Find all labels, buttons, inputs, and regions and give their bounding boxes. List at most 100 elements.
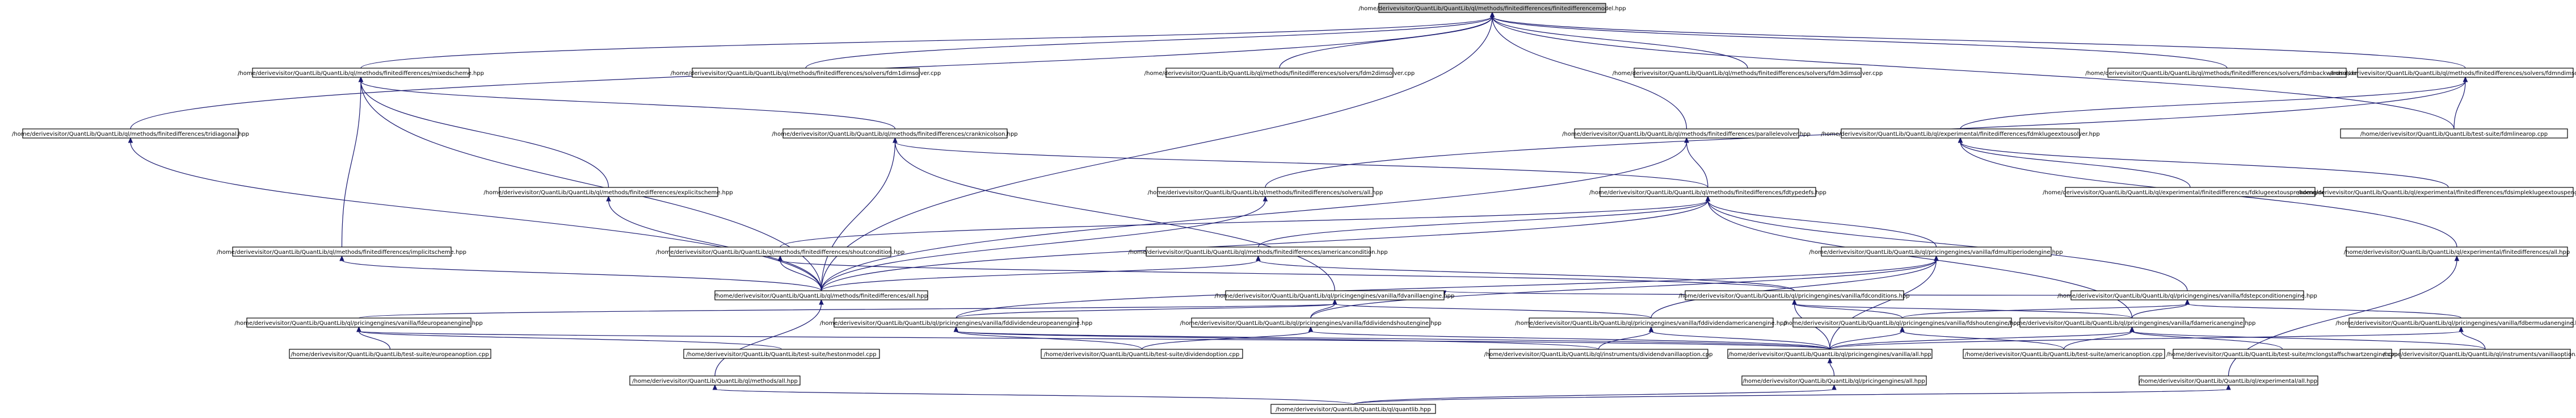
dependency-edge-30 [820, 200, 1708, 291]
dependency-edge-1 [805, 16, 1493, 69]
node-parallelevolver-hpp[interactable]: /home/derivevisitor/QuantLib/QuantLib/ql… [1562, 128, 1811, 139]
dependency-edge-59 [956, 331, 1143, 350]
node-fdbermudanengine-hpp[interactable]: /home/derivevisitor/QuantLib/QuantLib/ql… [2335, 317, 2576, 328]
dependency-edge-63 [1310, 331, 1830, 350]
svg-text:/home/derivevisitor/QuantLib/Q: /home/derivevisitor/QuantLib/QuantLib/ql… [12, 131, 249, 137]
node-fdtypedefs-hpp[interactable]: /home/derivevisitor/QuantLib/QuantLib/ql… [1589, 187, 1826, 197]
node-experimental-all-hpp[interactable]: /home/derivevisitor/QuantLib/QuantLib/ql… [2139, 375, 2318, 386]
svg-text:/home/derivevisitor/QuantLib/Q: /home/derivevisitor/QuantLib/QuantLib/ql… [656, 249, 904, 256]
node-dividendvanillaoption-cpp[interactable]: /home/derivevisitor/QuantLib/QuantLib/ql… [1484, 349, 1713, 359]
svg-text:/home/derivevisitor/QuantLib/Q: /home/derivevisitor/QuantLib/QuantLib/ql… [1809, 249, 2063, 256]
node-finitedifferencemodel-hpp[interactable]: /home/derivevisitor/QuantLib/QuantLib/ql… [1358, 3, 1626, 13]
edge-layer [128, 11, 2486, 405]
dependency-edge-69 [2131, 331, 2283, 350]
node-fdconditions-hpp[interactable]: /home/derivevisitor/QuantLib/QuantLib/ql… [1678, 290, 1910, 300]
node-fddividendeuropeanengine-hpp[interactable]: /home/derivevisitor/QuantLib/QuantLib/ql… [820, 317, 1092, 328]
node-finitedifferences-all-hpp[interactable]: /home/derivevisitor/QuantLib/QuantLib/ql… [714, 290, 928, 300]
dependency-edge-3 [1492, 16, 1748, 69]
dependency-edge-68 [2063, 331, 2133, 350]
dependency-edge-39 [956, 260, 1937, 319]
node-fdsimpleklugeextouspengine-cpp[interactable]: /home/derivevisitor/QuantLib/QuantLib/ql… [2298, 187, 2576, 197]
arrowhead-63 [1308, 326, 1314, 332]
node-fddividendamericanengine-hpp[interactable]: /home/derivevisitor/QuantLib/QuantLib/ql… [1515, 317, 1787, 328]
arrowhead-17 [128, 137, 133, 143]
node-implicitscheme-hpp[interactable]: /home/derivevisitor/QuantLib/QuantLib/ql… [217, 246, 466, 257]
node-fdstepconditionengine-hpp[interactable]: /home/derivevisitor/QuantLib/QuantLib/ql… [2057, 290, 2317, 300]
svg-text:/home/derivevisitor/QuantLib/Q: /home/derivevisitor/QuantLib/QuantLib/ql… [1144, 70, 1415, 77]
node-mclongstaffschwartzengine-cpp[interactable]: /home/derivevisitor/QuantLib/QuantLib/te… [2166, 349, 2398, 359]
svg-text:/home/derivevisitor/QuantLib/Q: /home/derivevisitor/QuantLib/QuantLib/te… [686, 352, 876, 358]
arrowhead-76 [1832, 384, 1837, 390]
dependency-edge-42 [1829, 260, 1937, 350]
node-americanoption-cpp[interactable]: /home/derivevisitor/QuantLib/QuantLib/te… [1963, 349, 2165, 359]
node-fdm2dimsolver-cpp[interactable]: /home/derivevisitor/QuantLib/QuantLib/ql… [1144, 68, 1415, 78]
dependency-edge-5 [1492, 16, 2466, 69]
arrowhead-77 [2226, 384, 2231, 390]
node-vanillaoption-cpp[interactable]: /home/derivevisitor/QuantLib/QuantLib/ql… [2383, 349, 2576, 359]
dependency-edge-2 [1279, 16, 1493, 69]
node-quantlib-hpp[interactable]: /home/derivevisitor/QuantLib/QuantLib/ql… [1270, 404, 1436, 414]
node-fdmklugeextousolver-hpp[interactable]: /home/derivevisitor/QuantLib/QuantLib/ql… [1821, 128, 2100, 139]
node-mixedscheme-hpp[interactable]: /home/derivevisitor/QuantLib/QuantLib/ql… [238, 68, 484, 78]
svg-text:/home/derivevisitor/QuantLib/Q: /home/derivevisitor/QuantLib/QuantLib/ql… [1128, 249, 1387, 256]
node-americancondition-hpp[interactable]: /home/derivevisitor/QuantLib/QuantLib/ql… [1128, 246, 1388, 257]
svg-text:/home/derivevisitor/QuantLib/Q: /home/derivevisitor/QuantLib/QuantLib/ql… [2298, 190, 2576, 196]
arrowhead-20 [893, 137, 898, 143]
dependency-edge-17 [130, 141, 822, 291]
dependency-edge-36 [780, 260, 1795, 291]
svg-text:/home/derivevisitor/QuantLib/Q: /home/derivevisitor/QuantLib/QuantLib/ql… [1589, 190, 1826, 196]
arrowhead-9 [1489, 11, 1495, 18]
svg-text:/home/derivevisitor/QuantLib/Q: /home/derivevisitor/QuantLib/QuantLib/ql… [714, 293, 928, 299]
svg-text:/home/derivevisitor/QuantLib/Q: /home/derivevisitor/QuantLib/QuantLib/ql… [1742, 378, 1925, 384]
node-cranknicolson-hpp[interactable]: /home/derivevisitor/QuantLib/QuantLib/ql… [772, 128, 1018, 139]
arrowhead-55 [2184, 299, 2190, 305]
node-explicitscheme-hpp[interactable]: /home/derivevisitor/QuantLib/QuantLib/ql… [483, 187, 733, 197]
dependency-edge-28 [780, 200, 1708, 248]
svg-text:/home/derivevisitor/QuantLib/Q: /home/derivevisitor/QuantLib/QuantLib/ql… [820, 320, 1092, 327]
svg-text:/home/derivevisitor/QuantLib/Q: /home/derivevisitor/QuantLib/QuantLib/ql… [2085, 70, 2369, 77]
node-methods-all-hpp[interactable]: /home/derivevisitor/QuantLib/QuantLib/ql… [629, 375, 801, 386]
node-fdklugeextouspreadengine-cpp[interactable]: /home/derivevisitor/QuantLib/QuantLib/ql… [2043, 187, 2338, 197]
dependency-edge-33 [1707, 200, 2133, 319]
dependency-edge-26 [608, 200, 822, 291]
dependency-edge-71 [1829, 331, 2133, 350]
dependency-edge-0 [360, 16, 1493, 69]
dependency-edge-8 [1492, 16, 2455, 129]
node-hestonmodel-cpp[interactable]: /home/derivevisitor/QuantLib/QuantLib/te… [683, 349, 880, 359]
arrowhead-71 [2129, 326, 2135, 332]
arrowhead-26 [606, 195, 611, 202]
node-fdamericanengine-hpp[interactable]: /home/derivevisitor/QuantLib/QuantLib/ql… [2008, 317, 2256, 328]
node-fdeuropeanengine-hpp[interactable]: /home/derivevisitor/QuantLib/QuantLib/ql… [234, 317, 483, 328]
node-fdmlinearop-cpp[interactable]: /home/derivevisitor/QuantLib/QuantLib/te… [2340, 128, 2568, 139]
node-fdmbackwardsolver-cpp[interactable]: /home/derivevisitor/QuantLib/QuantLib/ql… [2085, 68, 2369, 78]
node-fdmultiperiodengine-hpp[interactable]: /home/derivevisitor/QuantLib/QuantLib/ql… [1809, 246, 2063, 257]
node-fdvanillaengine-hpp[interactable]: /home/derivevisitor/QuantLib/QuantLib/ql… [1215, 290, 1455, 300]
arrowhead-43 [2454, 255, 2460, 261]
node-experimental-finitedifferences-all-hpp[interactable]: /home/derivevisitor/QuantLib/QuantLib/ql… [2344, 246, 2570, 257]
node-fdm3dimsolver-cpp[interactable]: /home/derivevisitor/QuantLib/QuantLib/ql… [1613, 68, 1883, 78]
node-dividendoption-cpp[interactable]: /home/derivevisitor/QuantLib/QuantLib/te… [1041, 349, 1243, 359]
dependency-edge-45 [358, 303, 1336, 319]
node-pricingengines-all-hpp[interactable]: /home/derivevisitor/QuantLib/QuantLib/ql… [1741, 375, 1927, 386]
dependency-edge-67 [1829, 331, 1903, 350]
node-europeanoption-cpp[interactable]: /home/derivevisitor/QuantLib/QuantLib/te… [289, 349, 491, 359]
node-fdshoutengine-hpp[interactable]: /home/derivevisitor/QuantLib/QuantLib/ql… [1783, 317, 2021, 328]
svg-text:/home/derivevisitor/QuantLib/Q: /home/derivevisitor/QuantLib/QuantLib/ql… [234, 320, 482, 327]
arrowhead-75 [712, 384, 718, 390]
dependency-edge-54 [2131, 303, 2188, 319]
arrowhead-42 [1934, 255, 1939, 261]
node-solvers-all-hpp[interactable]: /home/derivevisitor/QuantLib/QuantLib/ql… [1148, 187, 1383, 197]
node-pricingengines-vanilla-all-hpp[interactable]: /home/derivevisitor/QuantLib/QuantLib/ql… [1727, 349, 1933, 359]
node-fdmndimsolver-hpp[interactable]: /home/derivevisitor/QuantLib/QuantLib/ql… [2330, 68, 2576, 78]
svg-text:/home/derivevisitor/QuantLib/Q: /home/derivevisitor/QuantLib/QuantLib/ql… [2043, 190, 2338, 196]
node-tridiagonal-hpp[interactable]: /home/derivevisitor/QuantLib/QuantLib/ql… [12, 128, 249, 139]
dependency-edge-7 [1492, 16, 1687, 129]
node-shoutcondition-hpp[interactable]: /home/derivevisitor/QuantLib/QuantLib/ql… [656, 246, 904, 257]
arrowhead-73 [2459, 326, 2464, 332]
dependency-edge-65 [1651, 331, 1830, 350]
dependency-edge-73 [2460, 331, 2486, 350]
node-fdm1dimsolver-cpp[interactable]: /home/derivevisitor/QuantLib/QuantLib/ql… [671, 68, 941, 78]
dependency-edge-23 [1960, 141, 2191, 188]
node-fddividendshoutengine-hpp[interactable]: /home/derivevisitor/QuantLib/QuantLib/ql… [1180, 317, 1442, 328]
